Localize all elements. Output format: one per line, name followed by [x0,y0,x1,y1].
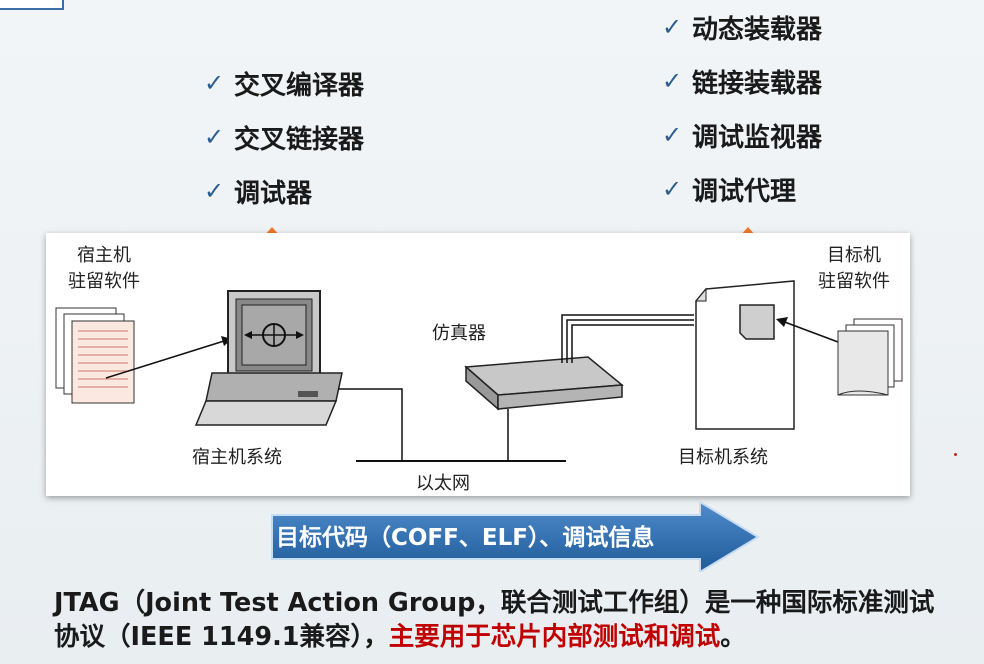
list-item: ✓ 调试监视器 [662,108,822,162]
host-computer-icon [194,290,343,426]
host-tool-label: 交叉编译器 [234,70,365,101]
jtag-description: JTAG（Joint Test Action Group，联合测试工作组）是一种… [54,586,954,654]
check-icon: ✓ [204,177,225,205]
target-software-label: 目标机 驻留软件 [818,245,890,292]
list-item: ✓ 交叉编译器 [204,56,364,110]
target-tools-list: ✓ 动态装载器 ✓ 链接装载器 ✓ 调试监视器 ✓ 调试代理 [662,0,822,216]
check-icon: ✓ [204,69,225,97]
host-tools-list: ✓ 交叉编译器 ✓ 交叉链接器 ✓ 调试器 [204,56,364,218]
host-tool-label: 交叉链接器 [234,124,365,155]
target-system-label: 目标机系统 [678,447,768,468]
host-software-docs-icon [55,307,135,404]
check-icon: ✓ [662,13,683,41]
description-highlight: 主要用于芯片内部测试和调试 [388,622,721,652]
check-icon: ✓ [204,123,225,151]
right-arrow-icon [271,502,760,572]
list-item: ✓ 调试代理 [662,162,822,216]
list-item: ✓ 链接装载器 [662,54,822,108]
list-item: ✓ 调试器 [204,164,364,218]
target-board-icon [694,280,795,430]
list-item: ✓ 交叉链接器 [204,110,364,164]
description-text: JTAG（Joint Test Action Group，联合测试工作组）是一种… [54,588,935,652]
host-software-label: 宿主机 驻留软件 [68,245,140,292]
target-tool-label: 调试监视器 [692,122,823,153]
arrow-caption: 目标代码（COFF、ELF）、调试信息 [276,525,655,551]
check-icon: ✓ [662,67,683,95]
target-tool-label: 动态装载器 [692,14,823,45]
ethernet-label: 以太网 [416,473,470,494]
host-tool-label: 调试器 [234,178,313,209]
description-end: 。 [720,622,746,652]
check-icon: ✓ [662,175,683,203]
target-software-docs-icon [837,318,903,396]
emulator-label: 仿真器 [432,323,486,344]
check-icon: ✓ [662,121,683,149]
red-dot [954,453,957,456]
target-tool-label: 调试代理 [692,176,797,207]
list-item: ✓ 动态装载器 [662,0,822,54]
emulator-icon [464,356,624,411]
host-system-label: 宿主机系统 [192,447,282,468]
corner-decoration [0,0,64,10]
system-diagram: 宿主机 驻留软件 目标机 驻留软件 仿真器 宿主机系统 目标机系统 以太网 [46,233,910,496]
target-tool-label: 链接装载器 [692,68,823,99]
